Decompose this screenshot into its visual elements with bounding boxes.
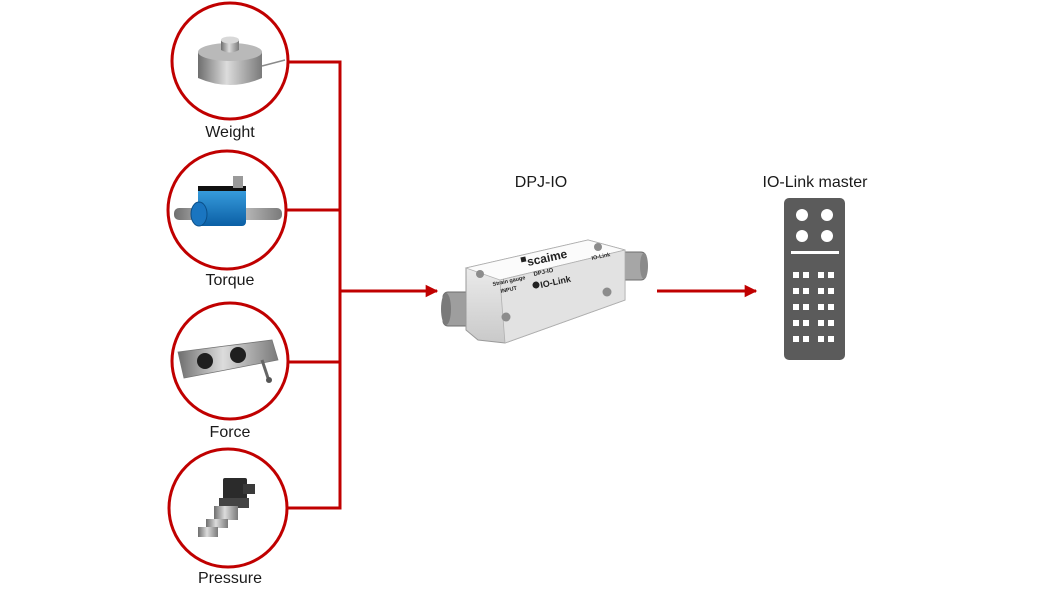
device-title: DPJ-IO <box>515 174 567 191</box>
master-port <box>793 336 799 342</box>
master-port <box>818 288 824 294</box>
device-illustration: scaime DPJ-IO Strain gauge INPUT IO-Link… <box>441 239 648 344</box>
master-port <box>803 304 809 310</box>
pressure-sensor-icon <box>198 478 255 537</box>
connector-lines <box>287 60 758 510</box>
master-port <box>818 272 824 278</box>
device-output-label: IO-Link <box>591 252 612 262</box>
master-port <box>818 320 824 326</box>
load-cell-icon <box>198 36 286 85</box>
torque-sensor-icon <box>174 176 282 227</box>
master-port <box>818 304 824 310</box>
io-link-master: IO-Link master <box>763 174 869 360</box>
master-port-grid <box>793 272 834 342</box>
force-sensor-icon <box>177 339 279 383</box>
sensor-torque: Torque <box>166 149 288 289</box>
sensor-label: Force <box>210 424 251 441</box>
master-port <box>828 288 834 294</box>
device-input-label-2: INPUT <box>500 286 518 295</box>
master-port <box>818 336 824 342</box>
sensor-force: Force <box>170 301 290 441</box>
io-link-master-icon <box>784 198 845 360</box>
master-port <box>828 336 834 342</box>
master-port <box>828 272 834 278</box>
sensor-label: Pressure <box>198 570 262 587</box>
master-port <box>803 288 809 294</box>
master-port <box>803 320 809 326</box>
master-port <box>828 304 834 310</box>
master-port <box>803 336 809 342</box>
sensor-weight: Weight <box>170 1 290 141</box>
master-port <box>828 320 834 326</box>
sensor-pressure: Pressure <box>167 447 289 587</box>
master-body <box>784 198 845 360</box>
sensor-label: Weight <box>205 124 255 141</box>
device-model: DPJ-IO <box>533 268 554 278</box>
master-port <box>793 272 799 278</box>
dpj-io-device: DPJ-IO scaime DPJ-IO Strain gauge INPUT … <box>441 174 648 344</box>
master-port <box>793 288 799 294</box>
master-port <box>793 304 799 310</box>
sensor-label: Torque <box>206 272 255 289</box>
master-title: IO-Link master <box>763 174 869 191</box>
master-port <box>803 272 809 278</box>
master-port <box>793 320 799 326</box>
